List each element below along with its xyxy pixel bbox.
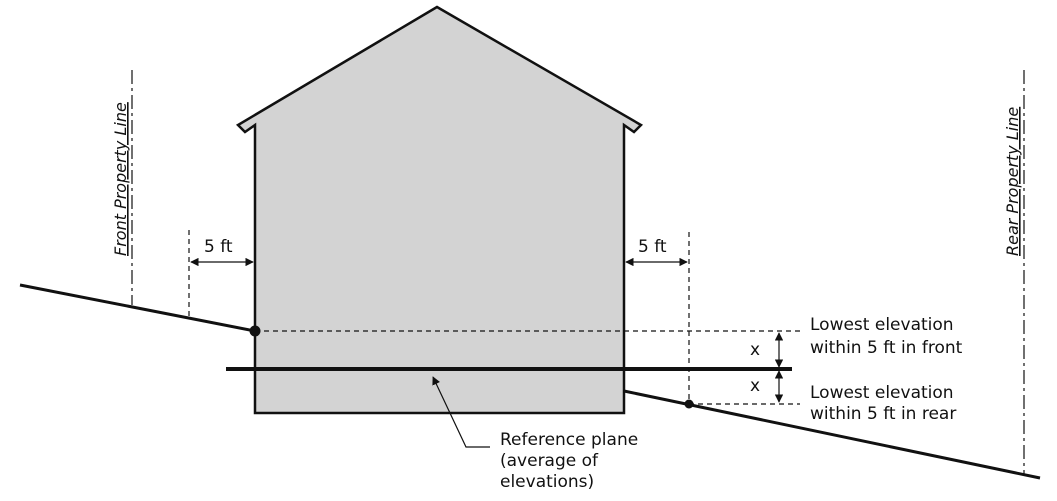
rear-property-line-label: Rear Property Line [1003, 107, 1022, 256]
house-silhouette [235, 5, 644, 415]
reference-plane-label-1: Reference plane [500, 430, 638, 450]
x-lower-label: x [750, 376, 760, 396]
rear-offset-label: 5 ft [638, 237, 667, 257]
rear-elevation-point [684, 399, 694, 409]
reference-plane-label-2: (average of [500, 451, 599, 471]
lowest-front-label-2: within 5 ft in front [810, 338, 963, 358]
reference-plane-label-3: elevations) [500, 472, 594, 492]
rear-ground-line [623, 389, 1041, 480]
lowest-rear-label-2: within 5 ft in rear [810, 404, 956, 424]
x-upper-label: x [750, 340, 760, 360]
front-elevation-point [249, 325, 261, 337]
lowest-front-label-1: Lowest elevation [810, 315, 954, 335]
lowest-rear-label-1: Lowest elevation [810, 383, 954, 403]
front-offset-label: 5 ft [204, 237, 233, 257]
front-ground-line [19, 283, 256, 333]
front-property-line-label: Front Property Line [111, 102, 130, 256]
reference-plane-leader [432, 376, 490, 448]
